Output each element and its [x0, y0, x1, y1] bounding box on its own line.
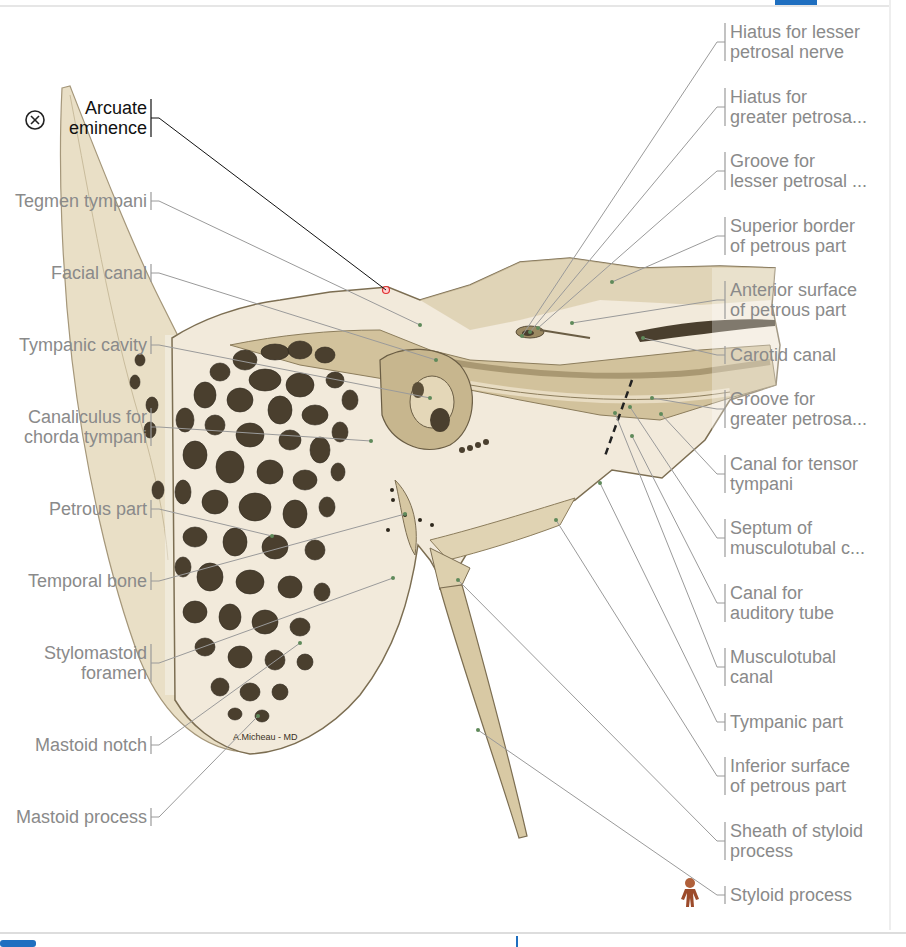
leader-line — [478, 730, 725, 895]
part-label: Superior border of petrous part — [730, 216, 855, 256]
target-dot — [641, 336, 645, 340]
target-dot — [298, 641, 302, 645]
watermark: A.Micheau - MD — [233, 732, 298, 742]
target-dot — [554, 518, 558, 522]
target-dot — [598, 481, 602, 485]
part-label: Carotid canal — [730, 345, 836, 365]
leader-line — [661, 414, 725, 474]
leader-line — [151, 427, 371, 441]
target-dot — [270, 534, 274, 538]
target-dot — [650, 396, 654, 400]
target-dot — [520, 334, 524, 338]
target-dot — [659, 412, 663, 416]
target-dot — [403, 512, 407, 516]
target-dot — [613, 411, 617, 415]
part-label: Tympanic part — [730, 712, 843, 732]
leader-line — [151, 716, 258, 817]
leader-line — [458, 580, 725, 841]
part-label: Tympanic cavity — [19, 335, 147, 355]
leader-line — [538, 171, 725, 328]
leader-line — [151, 509, 272, 536]
target-dot — [476, 728, 480, 732]
target-dot — [418, 323, 422, 327]
part-label: Canal for auditory tube — [730, 583, 834, 623]
leader-line — [530, 107, 725, 332]
leader-line — [151, 118, 386, 290]
leader-line — [522, 42, 725, 336]
target-dot — [391, 576, 395, 580]
target-dot — [456, 578, 460, 582]
leader-line — [630, 407, 725, 538]
target-dot — [528, 330, 532, 334]
target-dot — [628, 405, 632, 409]
part-label: Septum of musculotubal c... — [730, 518, 865, 558]
leader-line — [556, 520, 725, 776]
part-label: Mastoid process — [16, 807, 147, 827]
part-label: Styloid process — [730, 885, 852, 905]
part-label: Groove for lesser petrosal ... — [730, 151, 867, 191]
part-label: Tegmen tympani — [15, 191, 147, 211]
part-label: Petrous part — [49, 499, 147, 519]
part-label: Mastoid notch — [35, 735, 147, 755]
leader-line — [615, 413, 725, 667]
part-label: Sheath of styloid process — [730, 821, 863, 861]
part-label: Hiatus for greater petrosa... — [730, 87, 867, 127]
target-dot — [428, 396, 432, 400]
part-label: Arcuate eminence — [69, 98, 147, 138]
part-label: Facial canal — [51, 263, 147, 283]
leader-line — [572, 300, 725, 323]
leader-line — [600, 483, 725, 722]
leader-line — [151, 514, 405, 581]
leader-line — [151, 578, 393, 663]
part-label: Groove for greater petrosa... — [730, 389, 867, 429]
part-label: Canaliculus for chorda tympani — [24, 407, 147, 447]
leader-line — [151, 201, 420, 325]
leader-line — [643, 338, 725, 355]
part-label: Temporal bone — [28, 571, 147, 591]
leader-line — [151, 643, 300, 745]
part-label: Hiatus for lesser petrosal nerve — [730, 22, 860, 62]
part-label: Anterior surface of petrous part — [730, 280, 857, 320]
target-dot — [536, 326, 540, 330]
target-dot — [570, 321, 574, 325]
part-label: Stylomastoid foramen — [44, 643, 147, 683]
part-label: Musculotubal canal — [730, 647, 836, 687]
part-label: Canal for tensor tympani — [730, 454, 858, 494]
part-label: Inferior surface of petrous part — [730, 756, 850, 796]
target-dot — [610, 280, 614, 284]
leader-line — [151, 345, 430, 398]
target-dot — [256, 714, 260, 718]
target-dot — [630, 434, 634, 438]
leader-line — [612, 236, 725, 282]
leader-line — [652, 398, 725, 409]
target-dot — [434, 358, 438, 362]
target-dot — [369, 439, 373, 443]
leader-line — [151, 273, 436, 360]
